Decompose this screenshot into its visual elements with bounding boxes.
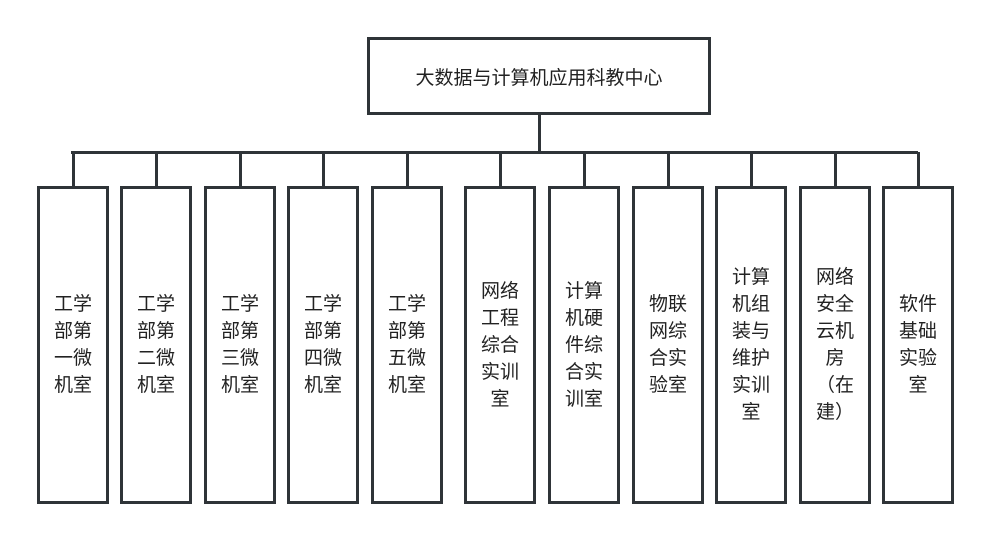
child-node-label-line: 部第 [136, 320, 175, 342]
root-node-label: 大数据与计算机应用科教中心 [415, 66, 663, 89]
branch-connector [667, 152, 670, 187]
child-node-label-line: 一微 [53, 347, 92, 369]
child-node: 网络安全云机房 （在建） [799, 186, 871, 504]
child-node-label-line: 部第 [220, 320, 259, 342]
child-node-label-line: 室 [908, 374, 928, 396]
child-node-label-line: 房 [825, 347, 845, 369]
child-node-label-line: 网综 [648, 320, 687, 342]
child-node: 工学部第四微机室 [287, 186, 359, 504]
branch-connector [322, 152, 325, 187]
child-node: 计算机组装与维护实训室 [715, 186, 787, 504]
child-node-label-line: 工学 [387, 293, 426, 315]
child-node-label-line: 机组 [731, 293, 770, 315]
child-node-label-line: 工学 [136, 293, 175, 315]
branch-connector [750, 152, 753, 187]
child-node-label-line: 网络 [815, 266, 854, 288]
child-node: 计算机硬件综合实训室 [548, 186, 620, 504]
child-node-label-line: 建） [815, 401, 854, 423]
branch-connector [72, 152, 75, 187]
trunk-connector [538, 114, 541, 154]
child-node: 工学部第三微机室 [204, 186, 276, 504]
child-node-label-line: 工学 [303, 293, 342, 315]
child-node-label-line: 室 [490, 387, 510, 410]
child-node: 工学部第一微机室 [37, 186, 109, 504]
child-node-label-line: 部第 [53, 320, 92, 342]
child-node-label-line: 五微 [387, 347, 426, 369]
child-node-label-line: 综合 [480, 333, 519, 356]
branch-connector [155, 152, 158, 187]
child-node-label-line: 四微 [303, 347, 342, 369]
child-node-label-line: 实验 [898, 347, 937, 369]
child-node-label-line: 软件 [898, 293, 937, 315]
child-node-label-line: 云机 [815, 320, 854, 342]
child-node: 工学部第二微机室 [120, 186, 192, 504]
child-node: 工学部第五微机室 [371, 186, 443, 504]
child-node-label-line: 机室 [136, 374, 175, 396]
child-node: 软件基础实验室 [882, 186, 954, 504]
branch-connector [917, 152, 920, 187]
child-node-label-line: 安全 [815, 293, 854, 315]
branch-connector [406, 152, 409, 187]
child-node-label-line: 部第 [387, 320, 426, 342]
branch-connector [239, 152, 242, 187]
child-node-label-line: 三微 [220, 347, 259, 369]
child-node-label-line: 验室 [648, 374, 687, 396]
child-node-label-line: 机室 [387, 374, 426, 396]
child-node-label-line: 件综 [564, 333, 603, 356]
child-node-label-line: 装与 [731, 320, 770, 342]
child-node-label-line: 实训 [731, 374, 770, 396]
child-node-label-line: 网络 [480, 279, 519, 302]
root-node-big-data-center: 大数据与计算机应用科教中心 [367, 37, 711, 115]
child-node: 物联网综合实验室 [632, 186, 704, 504]
child-node-label-line: 室 [741, 401, 761, 423]
child-node-label-line: 实训 [480, 360, 519, 383]
child-node-label-line: 物联 [648, 293, 687, 315]
child-node-label-line: 机硬 [564, 306, 603, 329]
child-node-label-line: 机室 [303, 374, 342, 396]
child-node-label-line: 维护 [731, 347, 770, 369]
branch-connector [834, 152, 837, 187]
child-node: 网络工程综合实训室 [464, 186, 536, 504]
child-node-label-line: 部第 [303, 320, 342, 342]
branch-connector [499, 152, 502, 187]
child-node-label-line: 工程 [480, 306, 519, 329]
child-node-label-line: 计算 [564, 279, 603, 302]
child-node-label-line: 计算 [731, 266, 770, 288]
child-node-label-line: 合实 [648, 347, 687, 369]
child-node-label-line: 训室 [564, 387, 603, 410]
child-node-label-line: （在 [815, 374, 854, 396]
child-node-label-line: 机室 [53, 374, 92, 396]
child-node-label-line: 工学 [220, 293, 259, 315]
child-node-label-line: 工学 [53, 293, 92, 315]
child-node-label-line: 基础 [898, 320, 937, 342]
child-node-label-line: 合实 [564, 360, 603, 383]
branch-connector [583, 152, 586, 187]
child-node-label-line: 二微 [136, 347, 175, 369]
horizontal-connector [71, 151, 918, 154]
child-node-label-line: 机室 [220, 374, 259, 396]
